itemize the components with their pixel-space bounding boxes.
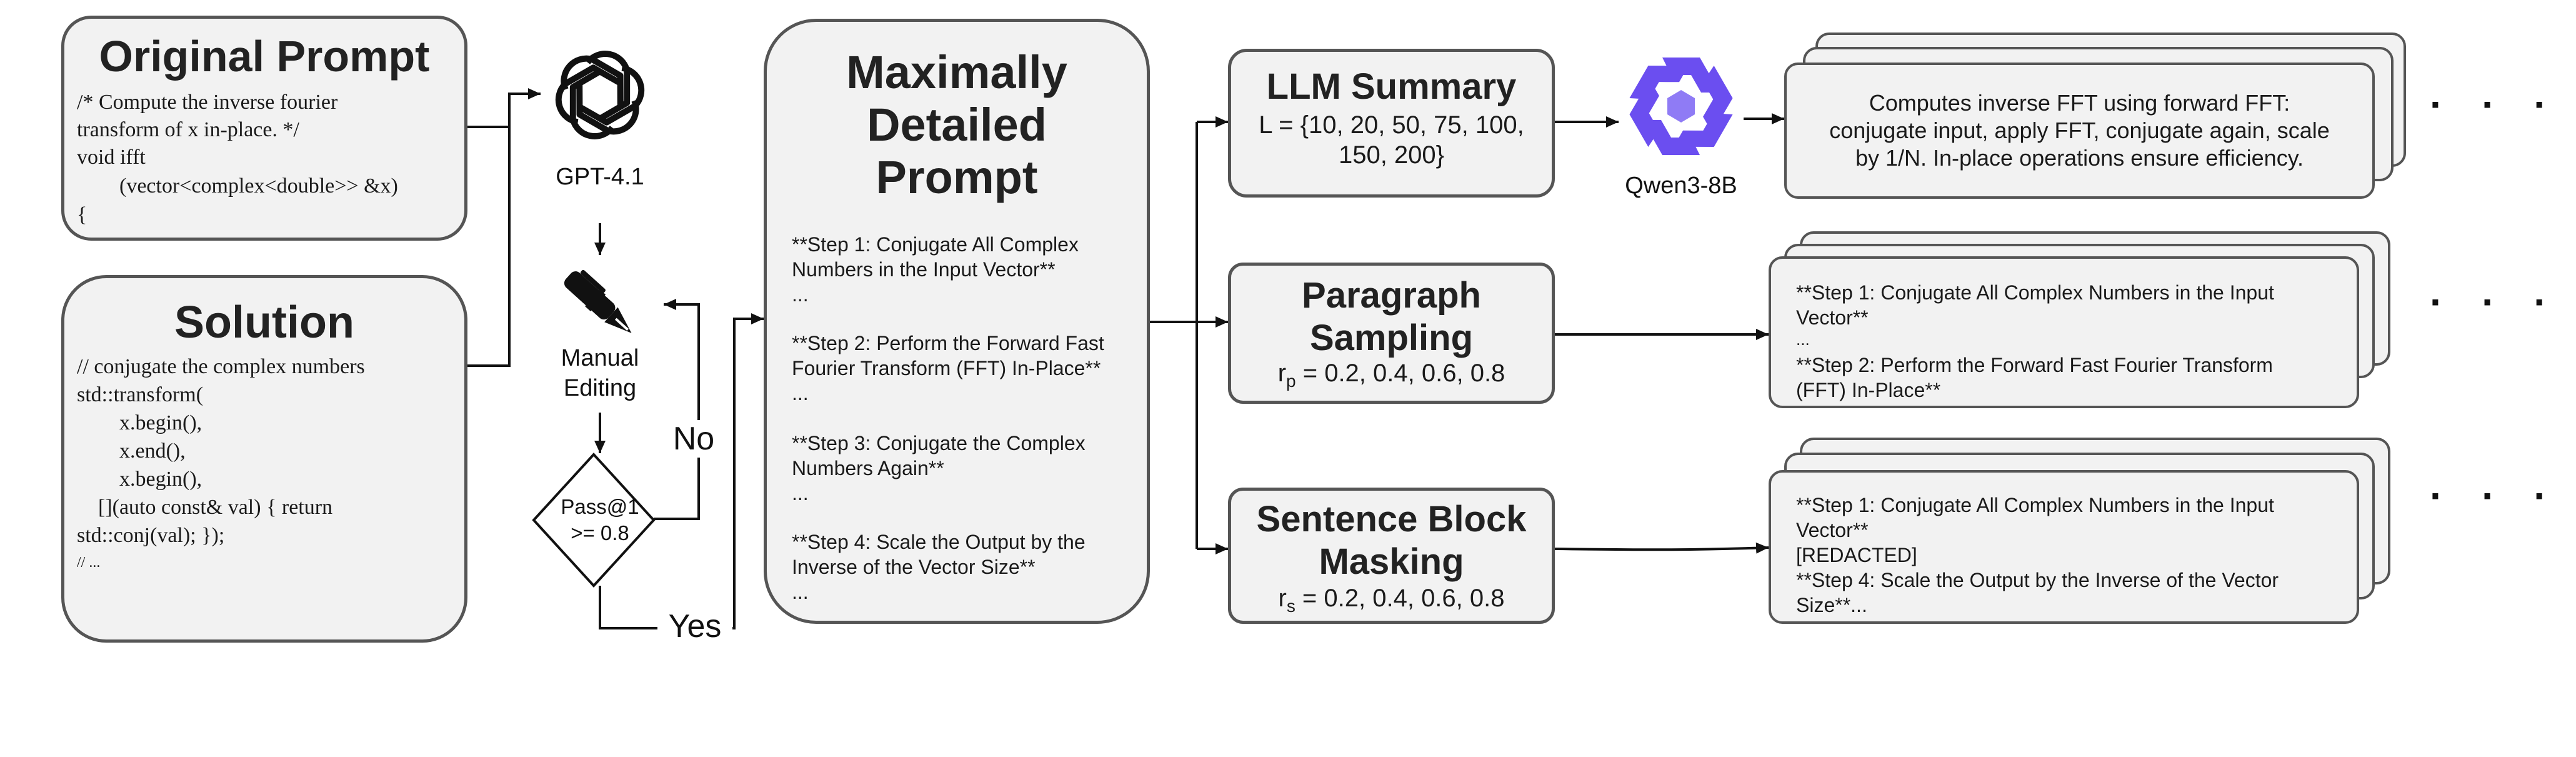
detailed-title-line1: Maximally — [846, 46, 1067, 98]
solution-title: Solution — [174, 298, 354, 348]
param-symbol: r — [1278, 584, 1287, 612]
output-sentence-line: **Step 1: Conjugate All Complex Numbers … — [1796, 494, 2274, 516]
output-paragraph-line: **Step 1: Conjugate All Complex Numbers … — [1796, 281, 2274, 304]
output-sentence-line: **Step 4: Scale the Output by the Invers… — [1796, 569, 2279, 591]
output-summary-line: by 1/N. In-place operations ensure effic… — [1855, 145, 2304, 171]
decision-diamond — [532, 453, 656, 588]
step-line: **Step 3: Conjugate the Complex — [792, 432, 1086, 454]
step-ellipsis: ... — [792, 283, 809, 306]
step-line: Numbers in the Input Vector** — [792, 258, 1056, 281]
code-line: std::conj(val); }); — [77, 524, 225, 547]
arrow-yes-to-detailed — [730, 313, 764, 629]
paragraph-sampling-box: Paragraph Sampling rp = 0.2, 0.4, 0.6, 0… — [1228, 263, 1555, 404]
llm-summary-box: LLM Summary L = {10, 20, 50, 75, 100, 15… — [1228, 49, 1555, 198]
code-line: void ifft — [77, 146, 146, 169]
sentence-masking-box: Sentence Block Masking rs = 0.2, 0.4, 0.… — [1228, 488, 1555, 624]
original-prompt-box: Original Prompt /* Compute the inverse f… — [61, 16, 467, 241]
paragraph-title-line2: Sampling — [1309, 318, 1474, 358]
code-line: { — [77, 203, 87, 226]
param-subscript: s — [1286, 596, 1295, 616]
step-ellipsis: ... — [792, 482, 809, 504]
code-line: [](auto const& val) { return — [77, 496, 333, 519]
sentence-param: rs = 0.2, 0.4, 0.6, 0.8 — [1231, 584, 1552, 616]
solution-box: Solution // conjugate the complex number… — [61, 275, 467, 643]
decision-line2: >= 0.8 — [571, 521, 629, 544]
yes-label: Yes — [657, 608, 732, 645]
code-line: // conjugate the complex numbers — [77, 355, 365, 378]
step-ellipsis: ... — [792, 382, 809, 404]
llm-summary-param-line2: 150, 200} — [1338, 141, 1445, 169]
step-line: **Step 4: Scale the Output by the — [792, 531, 1086, 553]
detailed-title-line2: Detailed — [867, 99, 1047, 151]
no-label: No — [662, 420, 725, 458]
sentence-title-line1: Sentence Block — [1256, 499, 1527, 539]
output-paragraph-line: Vector** — [1796, 306, 1869, 329]
code-line: std::transform( — [77, 383, 204, 406]
step-line: Fourier Transform (FFT) In-Place** — [792, 357, 1101, 379]
detailed-title-line3: Prompt — [876, 151, 1038, 203]
param-values: = 0.2, 0.4, 0.6, 0.8 — [1295, 584, 1505, 612]
paragraph-param: rp = 0.2, 0.4, 0.6, 0.8 — [1231, 359, 1552, 391]
output-summary-line: conjugate input, apply FFT, conjugate ag… — [1829, 118, 2330, 143]
code-line: // ... — [77, 554, 101, 571]
output-paragraph-line: ... — [1796, 330, 1810, 349]
code-line: transform of x in-place. */ — [77, 118, 299, 141]
code-line: (vector<complex<double>> &x) — [77, 174, 398, 198]
manual-label-line2: Editing — [563, 375, 637, 401]
detailed-prompt-box: Maximally Detailed Prompt **Step 1: Conj… — [764, 19, 1150, 624]
arrow-original-to-gpt — [467, 88, 541, 128]
sentence-title-line2: Masking — [1319, 541, 1464, 582]
arrow-yes-path — [599, 586, 666, 629]
openai-logo-icon — [544, 39, 656, 151]
original-prompt-title: Original Prompt — [99, 32, 430, 81]
output-sentence-line: Vector** — [1796, 519, 1869, 541]
output-summary-line: Computes inverse FFT using forward FFT: — [1869, 90, 2290, 116]
manual-label-line1: Manual — [561, 345, 639, 371]
llm-summary-title: LLM Summary — [1266, 66, 1517, 107]
arrow-sentence-to-output — [1554, 542, 1769, 554]
output-paragraph-line: (FFT) In-Place** — [1796, 379, 1941, 401]
paragraph-title-line1: Paragraph — [1302, 275, 1481, 316]
arrow-no-loop — [654, 299, 700, 520]
output-sentence-line: Size**... — [1796, 594, 1867, 616]
code-line: /* Compute the inverse fourier — [77, 91, 338, 114]
output-summary-card: Computes inverse FFT using forward FFT: … — [1784, 63, 2375, 199]
step-line: Inverse of the Vector Size** — [792, 556, 1036, 578]
ellipsis-summary: · · · — [2430, 82, 2561, 127]
ellipsis-paragraph: · · · — [2430, 279, 2561, 324]
output-sentence-line: [REDACTED] — [1796, 544, 1917, 566]
code-line: x.begin(), — [77, 468, 202, 491]
pen-icon — [564, 269, 632, 333]
step-line: **Step 2: Perform the Forward Fast — [792, 332, 1104, 354]
ellipsis-sentence: · · · — [2430, 473, 2561, 518]
param-subscript: p — [1286, 371, 1296, 391]
step-line: **Step 1: Conjugate All Complex — [792, 233, 1079, 256]
output-paragraph-line: **Step 2: Perform the Forward Fast Fouri… — [1796, 354, 2273, 376]
step-ellipsis: ... — [792, 581, 809, 603]
qwen-logo-icon — [1619, 48, 1743, 164]
llm-summary-param-line1: L = {10, 20, 50, 75, 100, — [1259, 111, 1524, 139]
param-values: = 0.2, 0.4, 0.6, 0.8 — [1295, 359, 1505, 387]
step-line: Numbers Again** — [792, 457, 944, 479]
qwen-label: Qwen3-8B — [1625, 173, 1737, 199]
output-sentence-card: **Step 1: Conjugate All Complex Numbers … — [1769, 470, 2359, 624]
output-paragraph-card: **Step 1: Conjugate All Complex Numbers … — [1769, 256, 2359, 408]
code-line: x.end(), — [77, 439, 186, 463]
decision-line1: Pass@1 — [561, 495, 639, 518]
gpt-label: GPT-4.1 — [556, 164, 644, 190]
arrow-solution-to-gpt — [467, 94, 511, 367]
code-line: x.begin(), — [77, 411, 202, 434]
param-symbol: r — [1277, 359, 1287, 387]
